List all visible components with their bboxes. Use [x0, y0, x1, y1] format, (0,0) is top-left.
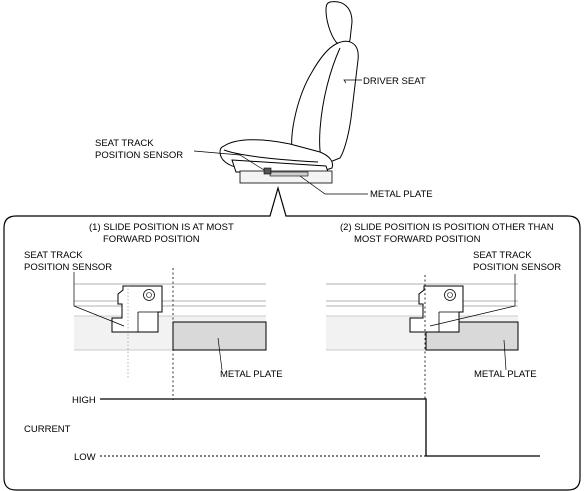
- current-label: CURRENT: [24, 424, 71, 435]
- left-sensor-leader: [73, 272, 125, 327]
- right-sensor-bolt: [444, 289, 456, 301]
- right-sensor-label-line1: SEAT TRACK: [473, 250, 532, 261]
- left-sensor-bolt-inner: [146, 292, 152, 298]
- current-waveform: [100, 398, 540, 457]
- left-sensor-label-line1: SEAT TRACK: [24, 250, 83, 261]
- right-sensor-bolt-inner: [447, 292, 453, 298]
- right-metal-plate-label: METAL PLATE: [474, 369, 537, 380]
- right-sensor-leader: [429, 274, 516, 327]
- callout-frame: [3, 185, 581, 491]
- leader-metal-plate-top: [299, 175, 368, 195]
- right-caption-line2: MOST FORWARD POSITION: [354, 234, 481, 245]
- low-label: LOW: [74, 452, 96, 463]
- sensor-label-top-line1: SEAT TRACK: [95, 138, 154, 149]
- driver-seat-illustration: [219, 1, 359, 173]
- leader-sensor-top: [193, 150, 265, 171]
- left-sensor-bolt: [143, 289, 155, 301]
- right-sensor-label-line2: POSITION SENSOR: [473, 262, 561, 273]
- seat-track-metal-plate: [269, 171, 309, 177]
- left-rail-assembly: [74, 283, 267, 378]
- leader-driver-seat: [343, 79, 362, 84]
- left-metal-plate: [172, 321, 267, 351]
- sensor-label-top-line2: POSITION SENSOR: [95, 150, 183, 161]
- left-sensor-label-line2: POSITION SENSOR: [24, 262, 112, 273]
- driver-seat-label: DRIVER SEAT: [363, 76, 426, 87]
- metal-plate-label-top: METAL PLATE: [370, 189, 433, 200]
- seat-track-rail: [239, 170, 333, 184]
- seat-cushion-front: [223, 149, 319, 163]
- right-metal-plate: [425, 321, 519, 351]
- seat-headrest: [325, 1, 353, 46]
- left-metal-plate-label: METAL PLATE: [220, 369, 283, 380]
- right-caption-line1: (2) SLIDE POSITION IS POSITION OTHER THA…: [340, 222, 554, 233]
- high-label: HIGH: [72, 395, 96, 406]
- right-rail-assembly: [326, 283, 519, 351]
- left-caption-line2: FORWARD POSITION: [103, 234, 200, 245]
- left-metal-plate-leader: [217, 337, 223, 371]
- right-metal-plate-leader: [503, 339, 507, 371]
- seat-track-sensor-small: [263, 167, 272, 175]
- left-caption-line1: (1) SLIDE POSITION IS AT MOST: [89, 222, 234, 233]
